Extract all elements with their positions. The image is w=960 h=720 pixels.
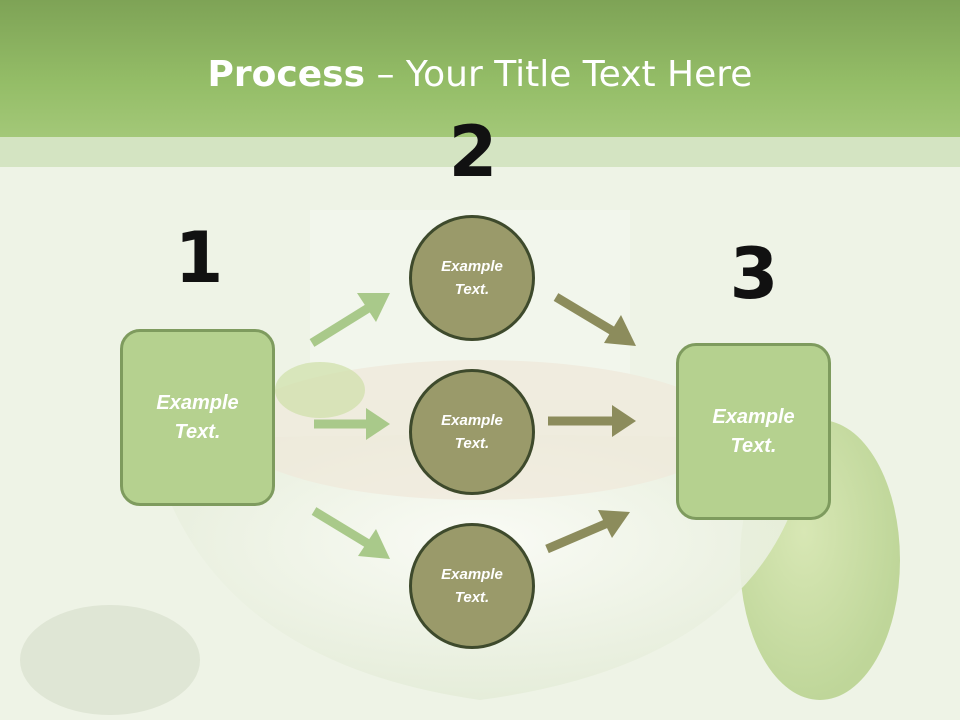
right-box: Example Text. [676, 343, 831, 520]
step-number-3: 3 [729, 233, 779, 315]
circle-bottom-text: Example Text. [441, 566, 503, 606]
step-number-1: 1 [174, 217, 224, 299]
header-band [0, 137, 960, 167]
left-box: Example Text. [120, 329, 275, 506]
arrow-from-circle-bottom [545, 510, 630, 554]
arrow-from-circle-top [553, 293, 636, 346]
arrow-from-circle-middle [548, 405, 636, 437]
circle-top-text: Example Text. [441, 258, 503, 298]
left-box-text: Example Text. [156, 391, 239, 443]
arrow-to-circle-top [309, 293, 390, 347]
slide-title: Process – Your Title Text Here [0, 52, 960, 98]
circle-middle: Example Text. [409, 369, 535, 495]
right-box-text: Example Text. [712, 405, 795, 457]
arrow-to-circle-bottom [311, 507, 390, 559]
title-rest: – Your Title Text Here [365, 54, 753, 95]
arrow-to-circle-middle [314, 408, 390, 440]
circle-top: Example Text. [409, 215, 535, 341]
circle-middle-text: Example Text. [441, 412, 503, 452]
header-bar [0, 0, 960, 137]
circle-bottom: Example Text. [409, 523, 535, 649]
title-bold: Process [207, 54, 366, 95]
step-number-2: 2 [448, 111, 498, 193]
